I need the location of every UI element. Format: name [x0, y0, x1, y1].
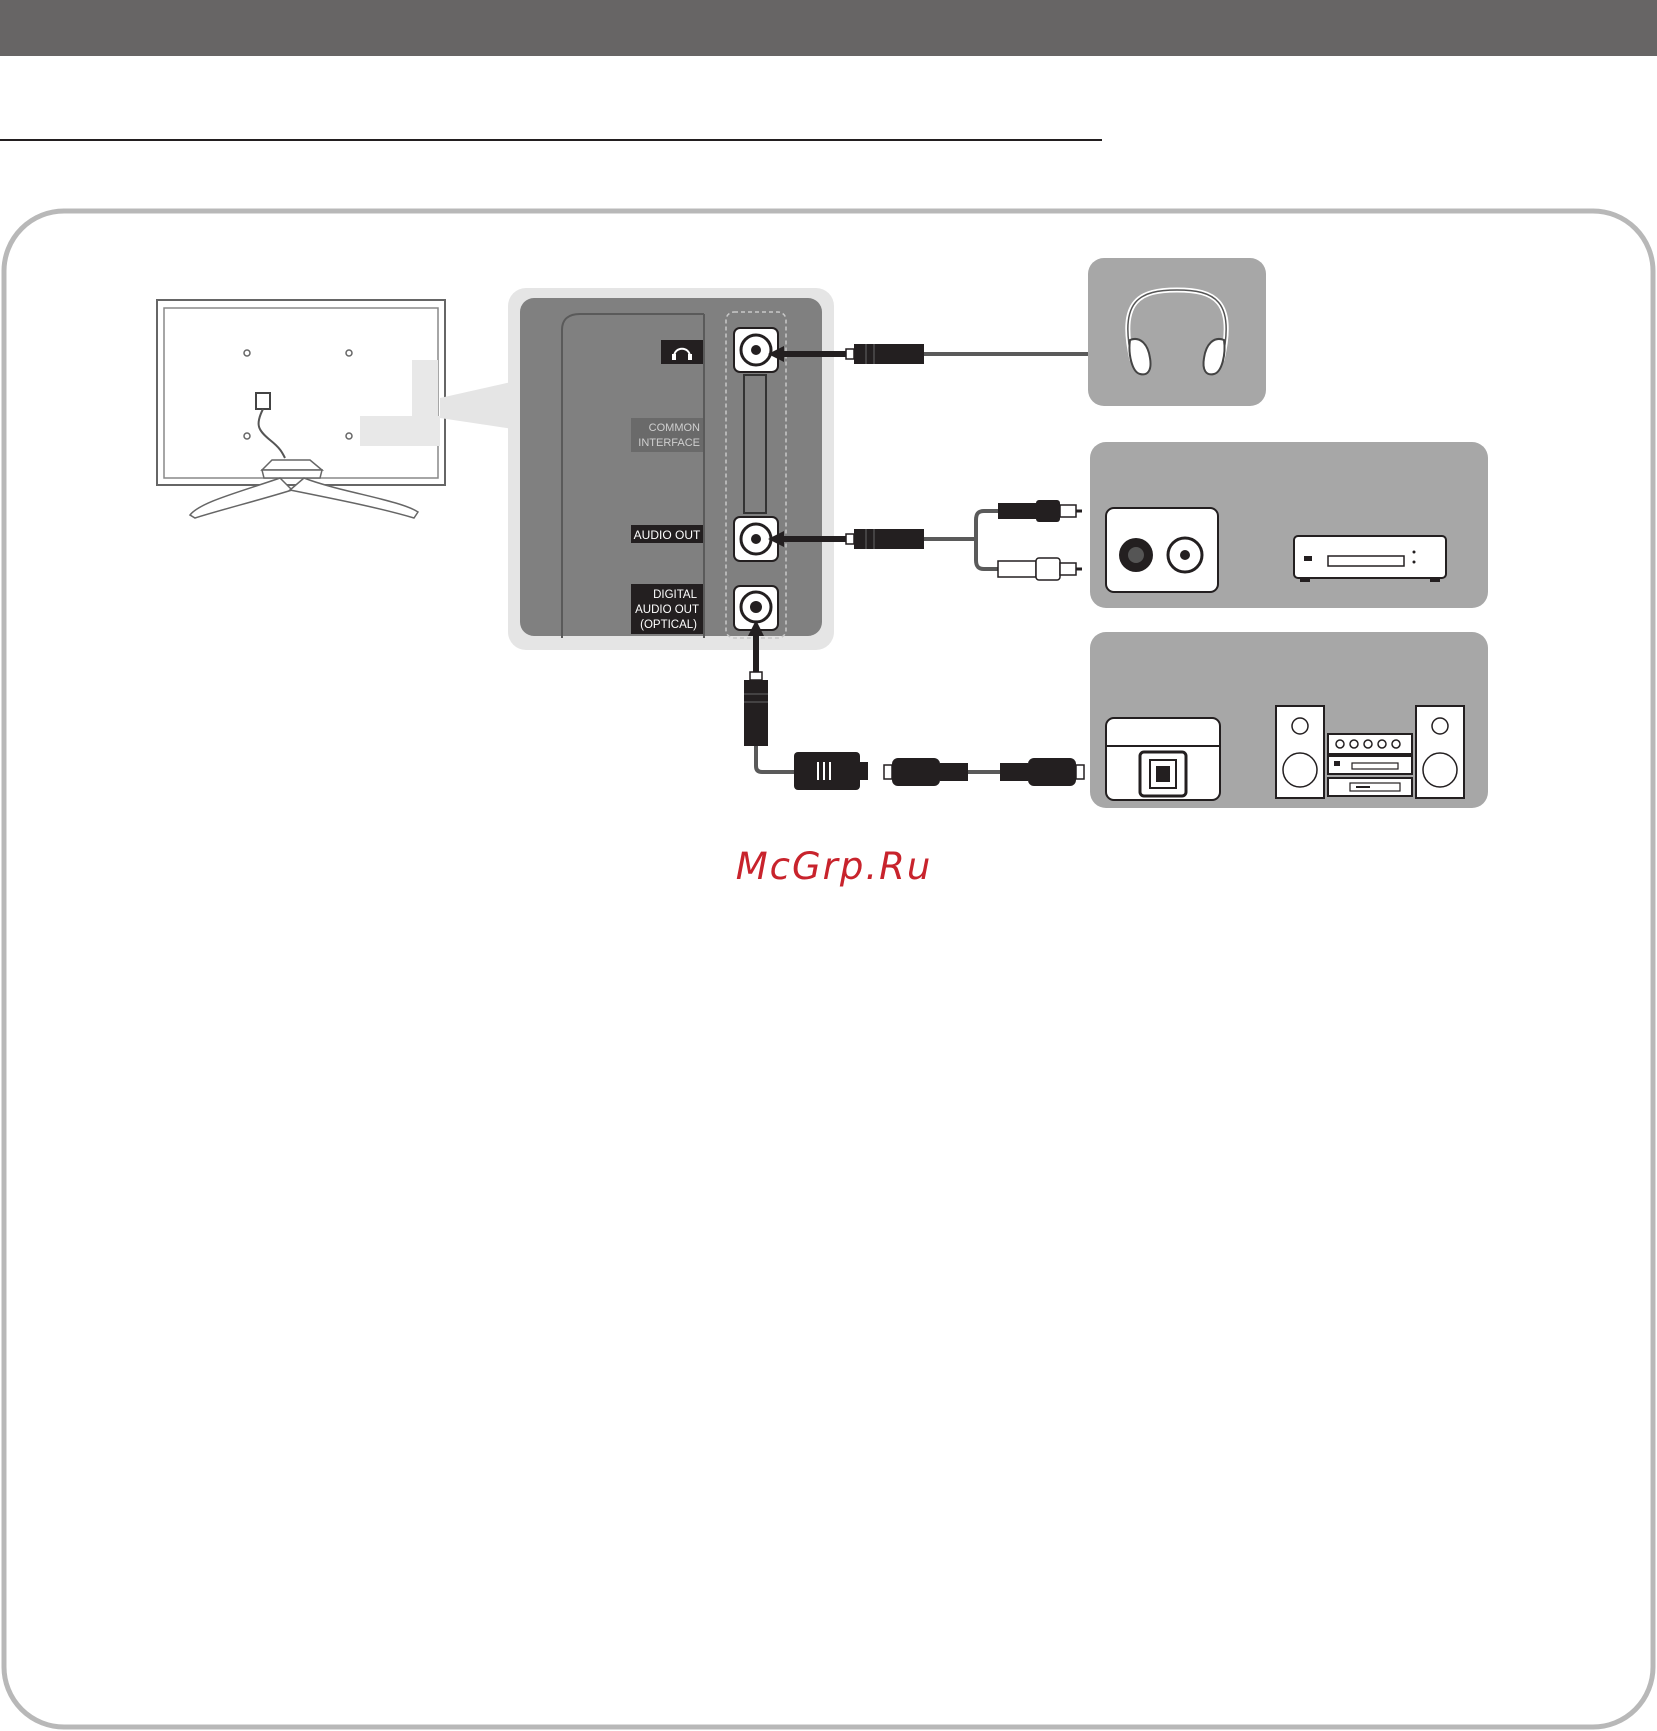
tv-port-panel: COMMON INTERFACE AUDIO OUT DIGITAL AUDIO… — [508, 288, 834, 650]
watermark: McGrp.Ru — [736, 845, 933, 888]
common-interface-label-line2: INTERFACE — [638, 437, 700, 449]
digital-audio-out-label-line3: (OPTICAL) — [640, 619, 697, 631]
dvd-player-icon — [1294, 536, 1446, 582]
headphone-jack-icon — [734, 328, 778, 372]
optical-adapter-icon — [794, 752, 868, 790]
audio-out-label: AUDIO OUT — [634, 528, 701, 542]
optical-input-icon — [1106, 718, 1220, 800]
headphone-port-label — [661, 340, 703, 364]
common-interface-label-line1: COMMON — [649, 422, 700, 434]
digital-audio-out-label-line2: AUDIO OUT — [635, 604, 699, 616]
amplifier-icon — [1106, 508, 1218, 592]
headphones-device-box — [1088, 258, 1266, 406]
digital-audio-out-label-line1: DIGITAL — [653, 589, 697, 601]
